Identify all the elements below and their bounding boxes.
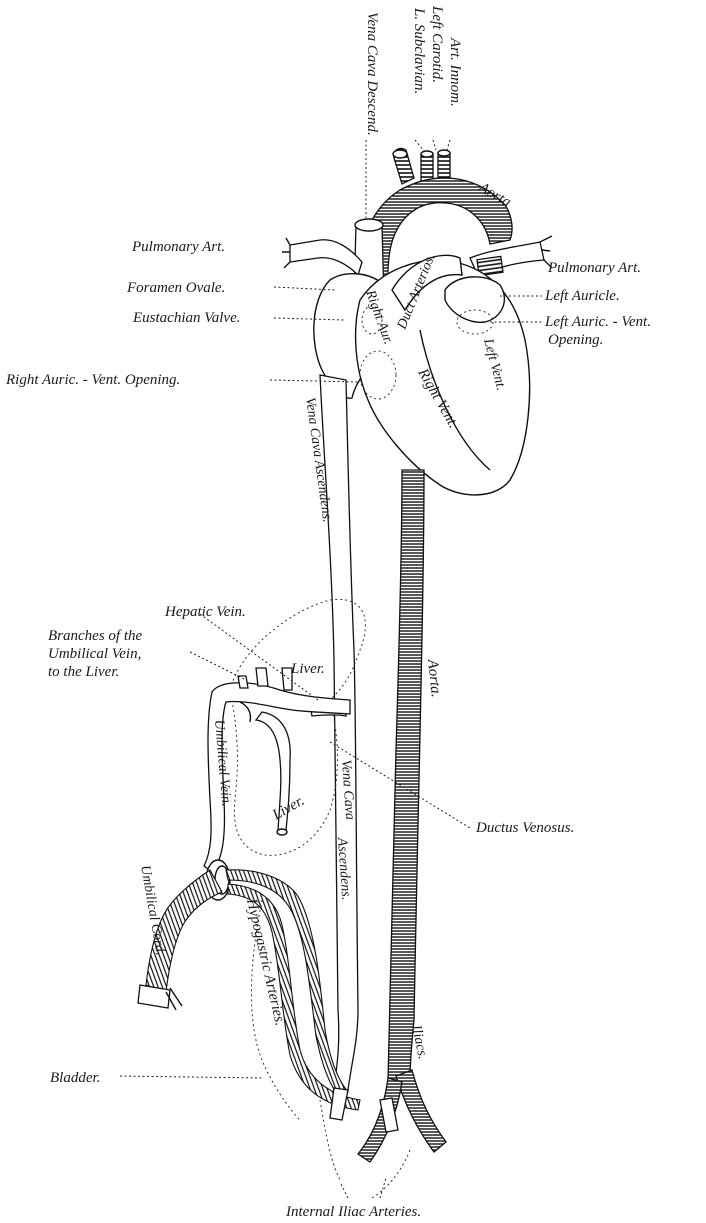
umbilical-vein-curve	[240, 702, 251, 722]
label-l-subclavian: L. Subclavian.	[411, 7, 427, 94]
label-aorta-lower: Aorta.	[424, 658, 444, 698]
label-pulmonary-art-right: Pulmonary Art.	[547, 260, 641, 276]
label-pulmonary-art-left: Pulmonary Art.	[131, 239, 225, 255]
label-left-carotid: Left Carotid.	[429, 5, 445, 83]
label-left-auric-vent-1: Left Auric. - Vent.	[544, 314, 651, 330]
internal-iliac-dotted-2	[372, 1150, 410, 1198]
liver-branch-1	[238, 676, 248, 688]
label-left-auricle: Left Auricle.	[544, 288, 620, 304]
label-ductus-venosus: Ductus Venosus.	[475, 820, 574, 836]
label-left-auric-vent-2: Opening.	[548, 332, 603, 348]
label-branches-3: to the Liver.	[48, 664, 119, 680]
pulmonary-art-left-vessel	[282, 238, 362, 275]
label-branches-2: Umbilical Vein,	[48, 646, 141, 662]
label-internal-iliac: Internal Iliac Arteries.	[285, 1204, 421, 1220]
iliac-right	[396, 1070, 446, 1152]
label-vena-cava-descend: Vena Cava Descend.	[364, 12, 380, 136]
label-hepatic-vein: Hepatic Vein.	[164, 604, 246, 620]
label-eustachian-valve: Eustachian Valve.	[132, 310, 240, 326]
label-foramen-ovale: Foramen Ovale.	[126, 280, 225, 296]
pulmonary-art-right-vessel	[470, 236, 552, 276]
label-branches-1: Branches of the	[48, 628, 142, 644]
label-right-auric-vent: Right Auric. - Vent. Opening.	[5, 372, 180, 388]
descending-aorta	[388, 470, 424, 1080]
label-bladder: Bladder.	[50, 1070, 100, 1086]
liver-branch-2	[256, 668, 268, 686]
label-liver-upper: Liver.	[290, 661, 325, 677]
label-umbilical-cord: Umbilical Cord.	[137, 864, 168, 956]
label-art-innom: Art. Innom.	[447, 37, 463, 107]
